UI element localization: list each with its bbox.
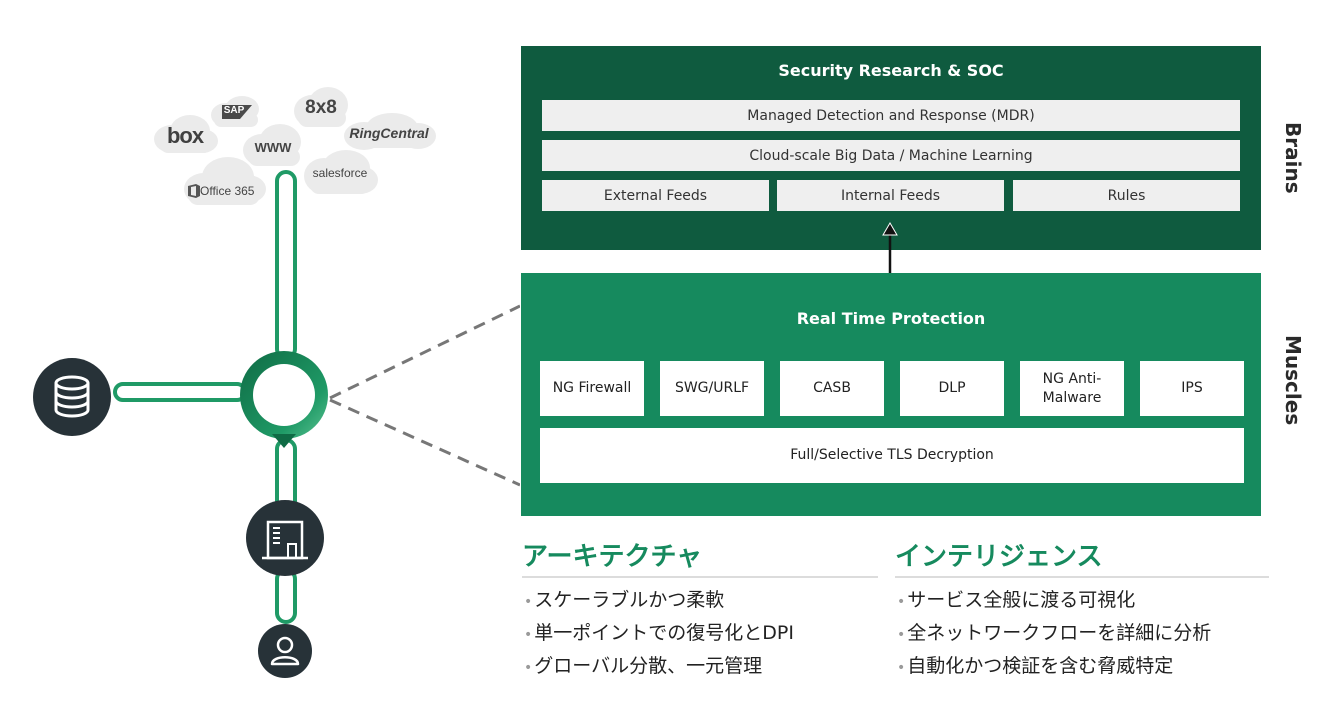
list-item-text: グローバル分散、一元管理	[534, 655, 763, 677]
brains-panel: Security Research & SOC Managed Detectio…	[521, 46, 1261, 250]
sap-logo-icon	[222, 105, 252, 119]
module-casb: CASB	[780, 361, 884, 416]
building-icon	[262, 520, 308, 560]
horizontal-pipe	[113, 382, 247, 402]
vertical-pipe-top	[275, 170, 297, 360]
list-item-text: 全ネットワークフローを詳細に分析	[907, 622, 1212, 644]
intelligence-list: •サービス全般に渡る可視化 •全ネットワークフローを詳細に分析 •自動化かつ検証…	[897, 584, 1211, 683]
external-feeds-box: External Feeds	[542, 180, 769, 211]
bullet: •	[524, 594, 533, 610]
user-icon	[270, 636, 300, 666]
cloud-salesforce: salesforce	[300, 148, 380, 198]
intelligence-divider	[895, 576, 1269, 578]
bigdata-box: Cloud-scale Big Data / Machine Learning	[542, 140, 1240, 171]
rules-box: Rules	[1013, 180, 1240, 211]
cloud-www-label: WWW	[254, 140, 292, 155]
dashed-connector-bottom	[329, 398, 520, 487]
architecture-list: •スケーラブルかつ柔軟 •単一ポイントでの復号化とDPI •グローバル分散、一元…	[524, 584, 794, 683]
tls-decryption-box: Full/Selective TLS Decryption	[540, 428, 1244, 483]
bullet: •	[524, 627, 533, 643]
list-item: •全ネットワークフローを詳細に分析	[897, 617, 1211, 650]
list-item-text: スケーラブルかつ柔軟	[534, 589, 725, 611]
bullet: •	[897, 627, 906, 643]
internal-feeds-box: Internal Feeds	[777, 180, 1004, 211]
module-ips: IPS	[1140, 361, 1244, 416]
intelligence-title: インテリジェンス	[895, 542, 1103, 572]
cloud-office365: Office 365	[180, 155, 268, 207]
list-item-text: 単一ポイントでの復号化とDPI	[534, 622, 794, 644]
module-swg-urlf: SWG/URLF	[660, 361, 764, 416]
list-item: •単一ポイントでの復号化とDPI	[524, 617, 794, 650]
list-item-text: 自動化かつ検証を含む脅威特定	[907, 655, 1174, 677]
user-node	[258, 624, 312, 678]
cloud-box: box	[152, 113, 218, 155]
muscles-side-label: Muscles	[1281, 335, 1305, 426]
cloud-ringcentral: RingCentral	[340, 112, 438, 152]
brains-title: Security Research & SOC	[778, 61, 1004, 80]
cloud-8x8: 8x8	[290, 85, 352, 131]
vertical-pipe-bottom	[275, 568, 297, 624]
cloud-sap: SAP	[208, 95, 264, 129]
module-ng-firewall: NG Firewall	[540, 361, 644, 416]
database-icon	[54, 375, 90, 418]
bullet: •	[524, 660, 533, 676]
brains-side-label: Brains	[1281, 122, 1305, 194]
cloud-sap-label: SAP	[223, 105, 245, 116]
cloud-office365-label: Office 365	[200, 184, 255, 198]
cloud-salesforce-label: salesforce	[312, 166, 368, 180]
cloud-www: WWW	[240, 122, 306, 170]
module-dlp: DLP	[900, 361, 1004, 416]
dashed-connector-top	[329, 304, 520, 400]
list-item: •サービス全般に渡る可視化	[897, 584, 1211, 617]
hub-pin-icon	[240, 351, 328, 448]
architecture-title: アーキテクチャ	[522, 542, 703, 572]
architecture-divider	[522, 576, 878, 578]
mdr-box: Managed Detection and Response (MDR)	[542, 100, 1240, 131]
cloud-ringcentral-label: RingCentral	[349, 125, 429, 141]
list-item: •自動化かつ検証を含む脅威特定	[897, 650, 1211, 683]
building-node	[246, 500, 324, 576]
bullet: •	[897, 594, 906, 610]
muscles-title: Real Time Protection	[796, 309, 986, 328]
list-item-text: サービス全般に渡る可視化	[907, 589, 1136, 611]
network-diagram: box SAP 8x8 RingCentral	[0, 0, 520, 704]
cloud-box-label: box	[166, 123, 204, 148]
office-logo-icon	[188, 184, 200, 198]
hub-node	[236, 350, 336, 450]
list-item: •スケーラブルかつ柔軟	[524, 584, 794, 617]
database-node	[33, 358, 111, 436]
list-item: •グローバル分散、一元管理	[524, 650, 794, 683]
bullet: •	[897, 660, 906, 676]
muscles-panel: Real Time Protection NG Firewall SWG/URL…	[521, 273, 1261, 516]
module-ng-anti-malware: NG Anti- Malware	[1020, 361, 1124, 416]
cloud-8x8-label: 8x8	[305, 97, 337, 118]
